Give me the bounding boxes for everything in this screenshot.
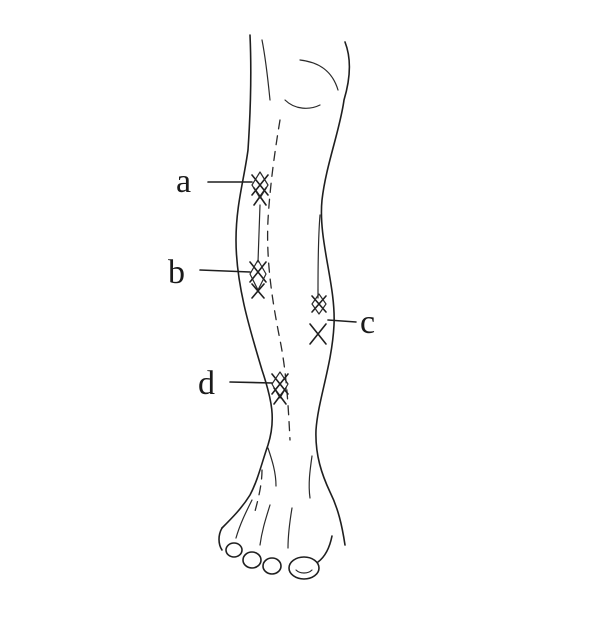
- stitch-a: [251, 171, 269, 206]
- stitch-d-x1: [271, 373, 289, 395]
- stitch-d-x2: [273, 387, 287, 405]
- toe-4: [288, 556, 320, 580]
- foot-top-line-3: [287, 507, 293, 549]
- stitch-b-x2: [251, 283, 265, 299]
- stitch-d: [271, 371, 289, 405]
- foot-dashed-line: [253, 469, 263, 516]
- toe-3: [262, 557, 282, 575]
- leg-outline: [221, 34, 351, 546]
- ankle-line-right: [308, 455, 313, 499]
- stitch-c: [309, 289, 327, 345]
- thigh-front-line: [299, 59, 339, 91]
- big-toe-nail: [295, 569, 313, 574]
- calf-inner-line: [317, 214, 321, 291]
- foot: [218, 469, 333, 580]
- label-b: b: [168, 254, 185, 291]
- knee-fold: [284, 99, 321, 109]
- shin-dashed-line: [266, 119, 291, 441]
- connector-a-b: [257, 204, 261, 263]
- foot-outline: [218, 527, 223, 551]
- leg-left-contour: [221, 34, 274, 529]
- toe-2: [242, 551, 262, 569]
- foot-top-line-1: [235, 499, 253, 539]
- foot-top-line-2: [259, 504, 271, 546]
- leader-line-d: [229, 381, 273, 384]
- leg-right-contour: [315, 41, 351, 546]
- stitch-c-x1: [311, 295, 327, 313]
- stitch-a-diamond: [251, 171, 269, 199]
- stitch-a-x1: [251, 174, 269, 196]
- ankle-line-left: [267, 447, 277, 487]
- toe-1: [225, 542, 243, 558]
- stitch-c-x2: [309, 323, 327, 345]
- label-d: d: [198, 365, 215, 402]
- stitch-c-diamond: [311, 293, 327, 315]
- leader-line-c: [327, 319, 357, 323]
- label-c: c: [360, 304, 375, 341]
- stitch-d-diamond: [271, 371, 289, 399]
- label-a: a: [176, 163, 191, 200]
- thigh-inner-line: [261, 39, 271, 101]
- big-toe-side: [317, 535, 333, 563]
- stitch-b: [249, 259, 267, 299]
- leader-line-b: [199, 269, 251, 273]
